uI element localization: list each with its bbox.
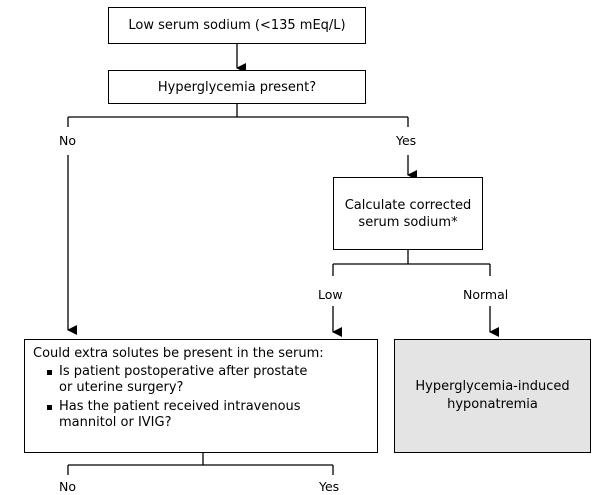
hyperglycemia-induced-hyponatremia-node: Hyperglycemia-induced hyponatremia — [394, 339, 591, 453]
calculate-label-line1: Calculate corrected — [344, 197, 472, 213]
bullet-postoperative-line2: or uterine surgery? — [59, 380, 184, 395]
result-label-line1: Hyperglycemia-induced — [415, 379, 570, 394]
bullet-postoperative: Is patient postoperative after prostate … — [47, 364, 371, 396]
start-node-label: Low serum sodium (<135 mEq/L) — [128, 18, 346, 33]
bullet-mannitol-line2: mannitol or IVIG? — [59, 415, 172, 430]
branch-label-normal: Normal — [463, 287, 509, 302]
branch-label-no-bottom: No — [59, 479, 76, 494]
branch-label-low: Low — [318, 287, 343, 302]
branch-label-yes-bottom: Yes — [319, 479, 340, 494]
extra-solutes-question-label: Could extra solutes be present in the se… — [33, 346, 324, 361]
result-label-line2: hyponatremia — [447, 397, 538, 412]
hyperglycemia-question-node: Hyperglycemia present? — [108, 70, 366, 104]
bullet-postoperative-line1: Is patient postoperative after prostate — [59, 364, 308, 379]
hyperglycemia-question-label: Hyperglycemia present? — [157, 79, 317, 95]
calculate-corrected-sodium-node: Calculate corrected serum sodium* — [333, 177, 483, 250]
extra-solutes-bullet-list: Is patient postoperative after prostate … — [33, 364, 371, 431]
bullet-mannitol-line1: Has the patient received intravenous — [59, 399, 301, 414]
start-node: Low serum sodium (<135 mEq/L) — [108, 7, 366, 44]
branch-label-no: No — [59, 133, 76, 148]
branch-label-yes: Yes — [396, 133, 417, 148]
bullet-mannitol-ivig: Has the patient received intravenous man… — [47, 399, 371, 431]
extra-solutes-question-node: Could extra solutes be present in the se… — [24, 339, 378, 453]
calculate-label-line2: serum sodium* — [358, 214, 458, 230]
